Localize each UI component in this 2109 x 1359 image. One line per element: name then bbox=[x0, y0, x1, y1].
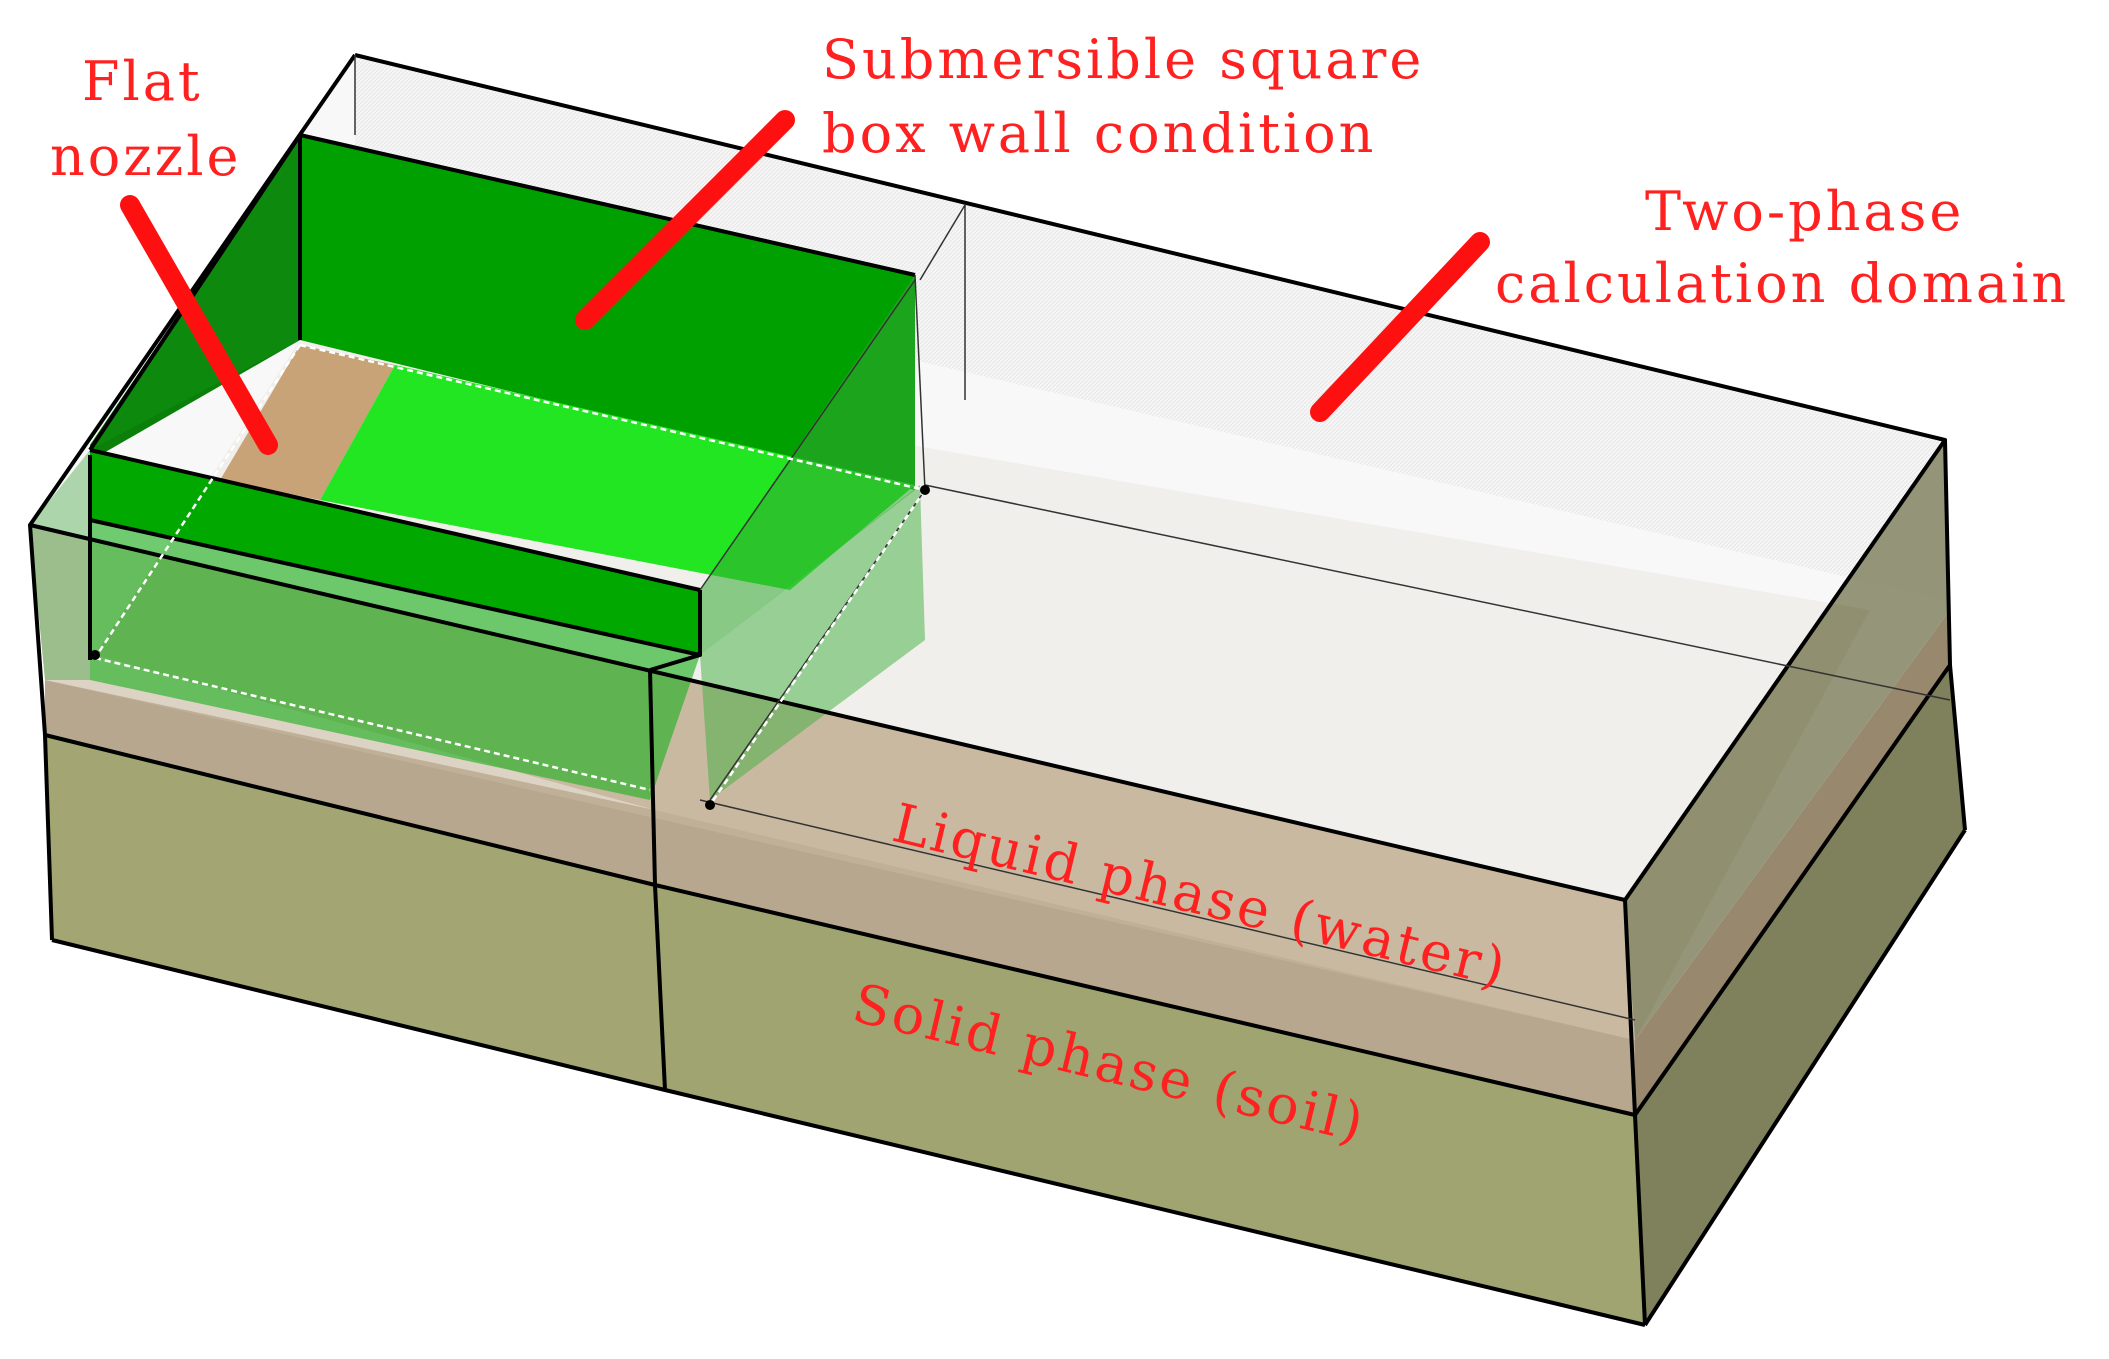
box-right-wall bbox=[700, 275, 915, 655]
edge-domain-divider-diag bbox=[919, 204, 966, 281]
dashed-box-floor-front bbox=[94, 656, 651, 792]
edge-box-back-top bbox=[299, 133, 916, 277]
domain-back-face bbox=[355, 55, 1945, 600]
label-two-phase-line2: calculation domain bbox=[1495, 252, 2069, 315]
box-back-wall bbox=[300, 135, 915, 490]
box-front-wall bbox=[90, 450, 700, 655]
pointer-lines bbox=[120, 110, 1490, 455]
label-box-wall-line1: Submersible square bbox=[822, 28, 1424, 91]
water-front-face-main bbox=[45, 680, 1635, 1115]
label-flat-nozzle-line1: Flat bbox=[82, 50, 203, 113]
pointer-flat-nozzle bbox=[120, 195, 278, 455]
dashed-box-floor-left bbox=[93, 344, 302, 659]
box-right-wall-lower bbox=[700, 485, 925, 800]
corner-dot-left bbox=[90, 650, 100, 660]
edge-box-front-right bbox=[649, 590, 702, 672]
pointer-box-wall bbox=[575, 110, 795, 330]
flat-nozzle-surface bbox=[220, 345, 395, 500]
edge-box-right-diag bbox=[699, 279, 916, 591]
label-two-phase-line1: Two-phase bbox=[1645, 180, 1964, 243]
soil-front-face-left bbox=[45, 735, 665, 1090]
label-flat-nozzle-line2: nozzle bbox=[50, 125, 241, 188]
soil-front-face-right bbox=[655, 885, 1645, 1325]
edge-water-line-front bbox=[699, 799, 1636, 1021]
edge-right-soil-top bbox=[1633, 663, 1952, 1117]
edge-box-right-top bbox=[914, 274, 926, 491]
edge-mid-divider bbox=[648, 669, 667, 1091]
edge-water-line-side bbox=[924, 484, 1951, 701]
dashed-box-floor-right bbox=[708, 489, 927, 806]
solid-phase-block bbox=[45, 665, 1965, 1325]
corner-dot-front bbox=[705, 800, 715, 810]
dashed-box-floor-back bbox=[299, 343, 926, 492]
edge-right-bottom bbox=[1643, 828, 1967, 1327]
box-left-outer-lower bbox=[30, 450, 90, 680]
water-side-face bbox=[1635, 610, 1950, 1115]
corner-dot-right bbox=[920, 485, 930, 495]
edge-box-front-top bbox=[89, 448, 701, 592]
label-box-wall-line2: box wall condition bbox=[822, 102, 1376, 165]
soil-side-face bbox=[1635, 665, 1965, 1325]
pointer-two-phase bbox=[1310, 232, 1490, 422]
edge-box-left-top bbox=[88, 133, 302, 452]
edge-box-floor-front bbox=[89, 518, 701, 657]
box-front-wall-lower bbox=[90, 520, 700, 800]
domain-right-face-upper bbox=[1625, 440, 1950, 1040]
